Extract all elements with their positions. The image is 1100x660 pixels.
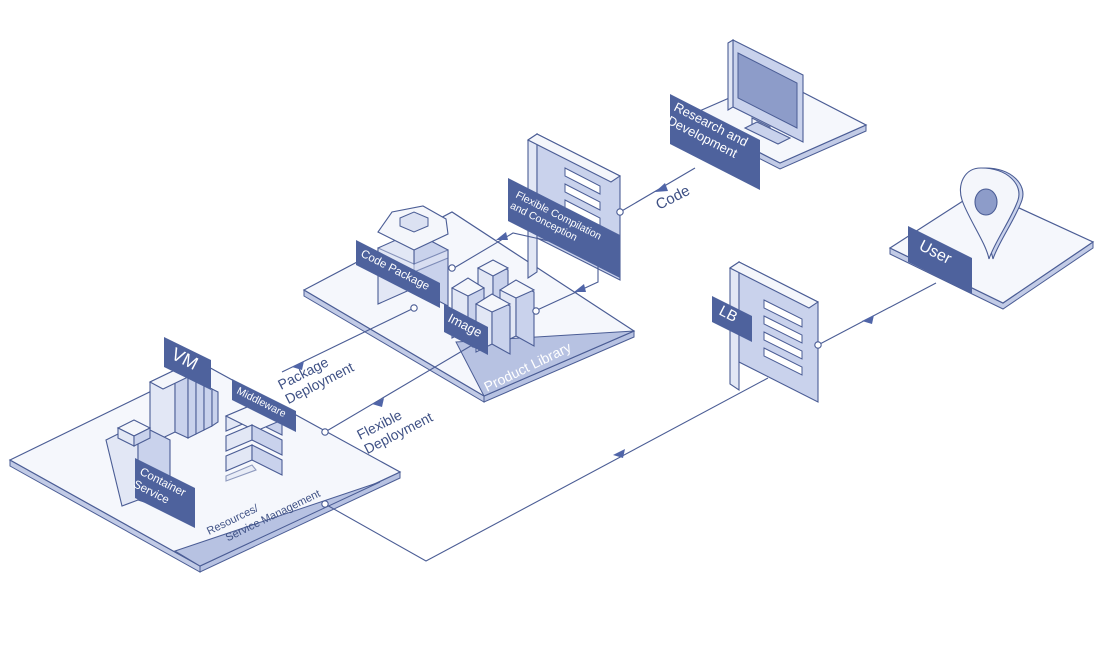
connection-nodes <box>321 208 822 508</box>
image-tag: Image <box>444 304 488 355</box>
code-flow-label: Code <box>653 182 693 213</box>
location-pin-icon <box>959 167 1024 260</box>
lb-tag: LB <box>712 296 752 342</box>
lb-label: LB <box>716 302 740 325</box>
svg-text:Package Deployment: Package Deployment <box>275 344 356 406</box>
resources-plate <box>8 364 402 573</box>
monitor-icon <box>727 39 804 145</box>
lb-document-icon <box>728 260 820 403</box>
svg-text:Flexible Deployment: Flexible Deployment <box>354 394 435 456</box>
